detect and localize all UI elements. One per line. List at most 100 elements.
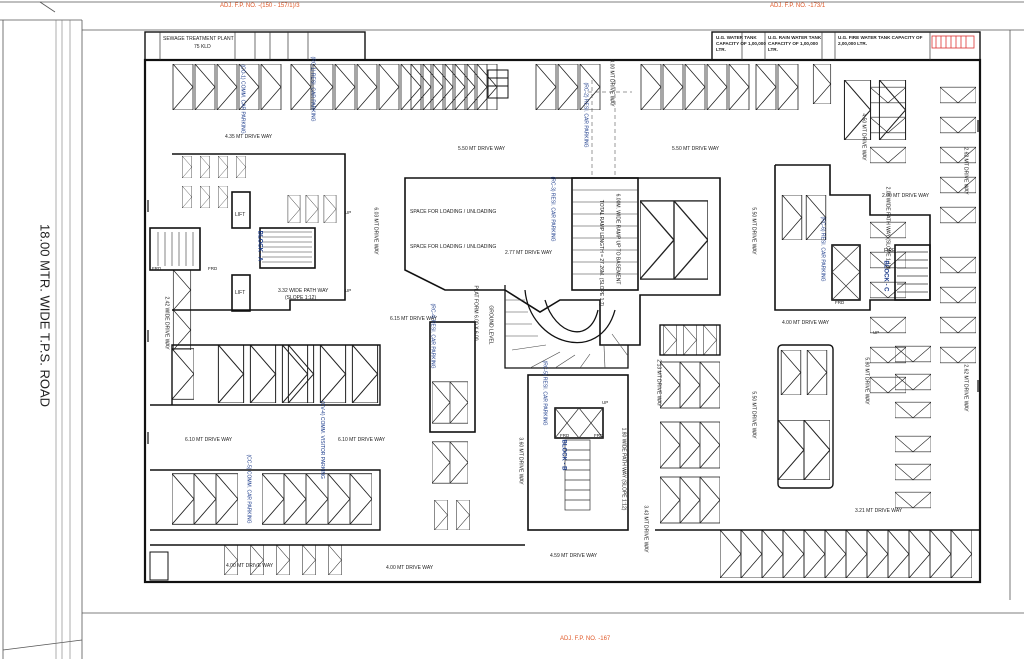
parking-stall — [755, 64, 777, 110]
parking-stall — [867, 530, 888, 578]
parking-stall — [940, 206, 976, 224]
parking-stall — [700, 421, 720, 469]
parking-stall — [660, 361, 680, 409]
driveway-label: 2.62 MT DRIVE WAY — [962, 364, 969, 412]
up-label: UP — [345, 210, 352, 215]
parking-stall — [249, 545, 265, 575]
parking-stall — [640, 64, 662, 110]
parking-stall — [275, 545, 291, 575]
parking-stall — [287, 345, 315, 403]
parking-stall — [777, 64, 799, 110]
tank-strip — [711, 31, 981, 61]
parking-stall — [843, 80, 872, 140]
parking-stall — [172, 310, 192, 350]
red-equipment — [931, 35, 975, 49]
driveway-label: 4.59 MT DRIVE WAY — [550, 553, 598, 559]
block-a-stairs — [157, 231, 312, 266]
header-dividers — [159, 32, 931, 60]
block-b-label: BLOCK - B — [560, 439, 567, 471]
parking-stall — [172, 348, 194, 400]
parking-stall — [334, 64, 356, 110]
spiral-ticks — [505, 299, 629, 369]
parking-stall — [888, 530, 909, 578]
pathway-a-label: 3.32 WIDE PATH WAY — [278, 288, 329, 294]
parking-stall — [940, 286, 976, 304]
parking-stall — [216, 473, 238, 525]
parking-label: (RC-2) RESI. CAR PARKING — [582, 82, 589, 148]
parking-stall — [940, 116, 976, 134]
block-b-lifts — [554, 407, 604, 511]
parking-stall — [700, 361, 720, 409]
parking-stall — [194, 64, 216, 110]
driveway-label: 5.50 MT DRIVE WAY — [750, 391, 757, 439]
loading-zone-label: SPACE FOR LOADING / UNLOADING — [410, 209, 497, 215]
parking-label: (CC-5) COMM. CAR PARKING — [245, 454, 252, 524]
central-core — [404, 177, 721, 531]
parking-stall — [662, 64, 684, 110]
parking-stall — [172, 270, 192, 310]
parking-label: (RC-4) RESI. CAR PARKING — [429, 303, 436, 369]
parking-stall — [783, 530, 804, 578]
parking-stall — [660, 476, 680, 524]
driveway-label: 5.50 MT DRIVE WAY — [672, 146, 720, 152]
frd-label: FRD — [152, 266, 162, 271]
parking-stall — [680, 421, 700, 469]
driveway-label: 3.43 MT DRIVE WAY — [642, 505, 649, 553]
parking-stall — [720, 530, 741, 578]
ramp-length-label: TOTAL RAMP LENGTH = 27.26M. (SLOPE 1:7) — [598, 199, 605, 307]
driveway-label: 6.15 MT DRIVE WAY — [390, 316, 438, 322]
parking-stall — [199, 156, 211, 178]
corner-stair — [149, 551, 169, 581]
parking-stall — [930, 530, 951, 578]
parking-stalls — [172, 64, 976, 578]
stp-capacity: 75 KLD — [194, 44, 211, 50]
parking-stall — [778, 420, 804, 480]
parking-stall — [806, 350, 828, 395]
block-c-label: BLOCK - C — [882, 260, 889, 292]
parking-stall — [312, 64, 334, 110]
loading-zone-label: SPACE FOR LOADING / UNLOADING — [410, 244, 497, 250]
parking-stall — [660, 421, 680, 469]
parking-label: (RC-1) RESI. CAR PARKING — [309, 56, 316, 122]
frd-label: FRD — [835, 300, 845, 305]
parking-stall — [172, 473, 194, 525]
block-c-outline — [774, 164, 931, 311]
lift-label: LIFT — [235, 212, 246, 218]
fire-tank-label: U.G. FIRE WATER TANK CAPACITY OF 2,00,00… — [838, 35, 923, 46]
water-tank-label: U.G. WATER TANK CAPACITY OF 1,00,000 LTR… — [716, 35, 766, 52]
parking-stall — [181, 156, 193, 178]
driveway-label: 5.50 MT DRIVE WAY — [750, 207, 757, 255]
lift-label: LIFT — [235, 290, 246, 296]
parking-stall — [804, 420, 830, 480]
parking-stall — [870, 376, 906, 394]
block-a-label: BLOCK - A — [256, 230, 263, 262]
pathway-c-label: 2.00 WIDE PATH WAY (SLOPE 1:12) — [884, 186, 891, 270]
parking-stall — [434, 500, 448, 530]
parking-stall — [432, 381, 450, 424]
parking-stall — [301, 545, 317, 575]
parking-stall — [281, 345, 309, 403]
parking-stall — [804, 530, 825, 578]
parking-stall — [172, 64, 194, 110]
platform-label: PLAT FORM 6.00 X 6.00 — [472, 285, 479, 341]
up-label: UP — [873, 330, 880, 335]
parking-stall — [895, 401, 931, 419]
parking-stall — [700, 476, 720, 524]
adj-plot-bottom: ADJ. F.P. NO. -167 — [560, 636, 611, 642]
outer-wall — [143, 58, 982, 584]
driveway-label: 2.00 MT DRIVE WAY — [882, 193, 930, 199]
parking-stall — [306, 473, 328, 525]
parking-stall — [328, 473, 350, 525]
parking-stall — [290, 64, 312, 110]
parking-stall — [350, 473, 372, 525]
parking-stall — [684, 64, 706, 110]
parking-label: (RC-6) RESI. CAR PARKING — [819, 216, 826, 282]
parking-stall — [305, 195, 319, 223]
parking-stall — [846, 530, 867, 578]
islands — [150, 324, 980, 546]
parking-stall — [680, 361, 700, 409]
parking-stall — [432, 441, 450, 484]
parking-label: (CV-4) COMM. VISITOR PARKING — [318, 401, 325, 479]
parking-stall — [940, 86, 976, 104]
